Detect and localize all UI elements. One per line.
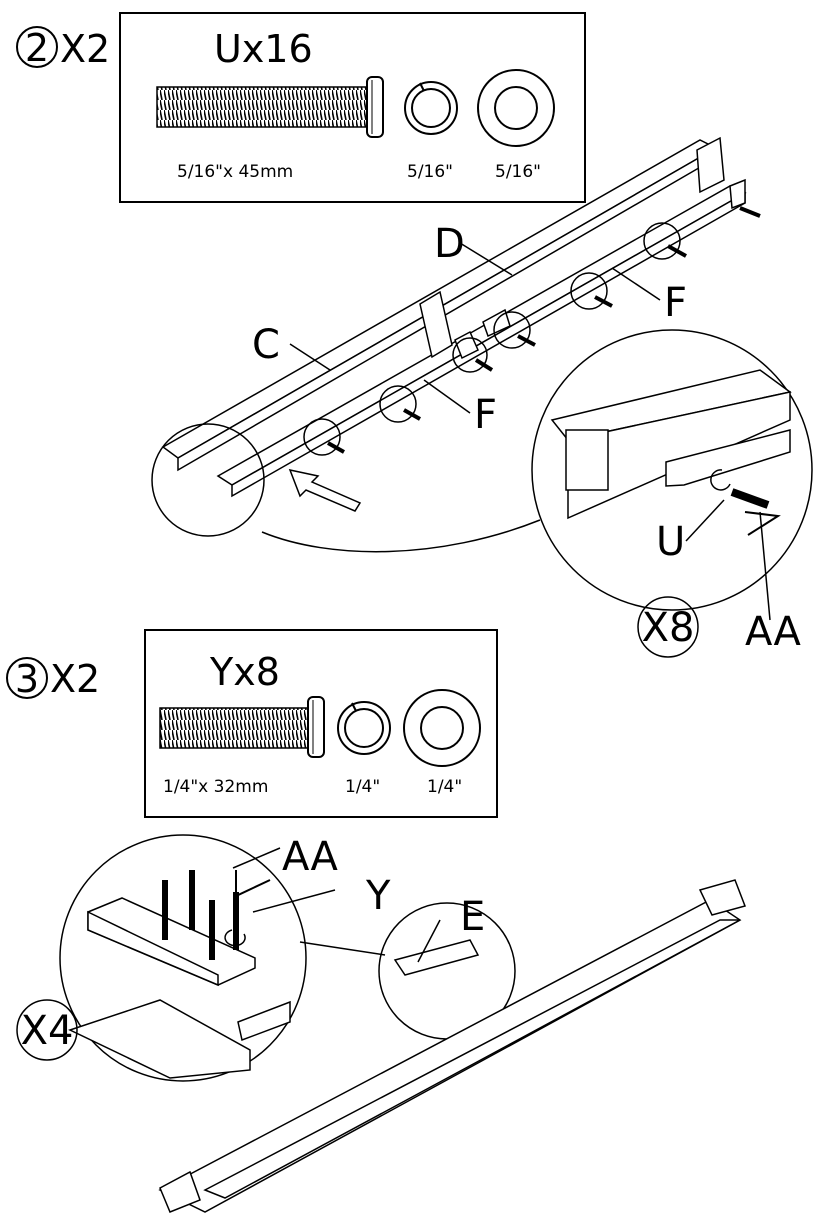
label-d: D	[434, 221, 465, 267]
label-u: U	[656, 519, 685, 565]
step-2-parts-box: Ux16 5/16"x 45mm 5/16" 5/16"	[119, 12, 586, 203]
direction-arrow	[288, 468, 362, 512]
zoom-connector	[261, 519, 541, 553]
label-e: E	[460, 894, 485, 940]
step-3-number: 3	[15, 657, 39, 701]
flat-washer-icon	[477, 69, 555, 147]
step-2-multiplier: X2	[60, 27, 110, 71]
step-3-flat-washer-size: 1/4"	[427, 777, 462, 797]
left-detail-circle	[151, 423, 265, 537]
step-2-number-circle	[16, 26, 58, 68]
repeat-x4-circle	[16, 999, 78, 1061]
zoom-detail-circle	[531, 329, 813, 611]
label-aa: AA	[745, 609, 801, 655]
step-3-zoom-circle	[59, 834, 307, 1082]
lock-washer-icon	[404, 81, 458, 135]
step-3-zoom-content	[68, 870, 291, 1079]
step-3-multiplier: X2	[50, 657, 100, 701]
side-rail-assembly	[161, 136, 747, 498]
step-2-lock-washer-size: 5/16"	[407, 162, 453, 182]
step-3-number-circle	[6, 657, 48, 699]
step-2-parts-title: Ux16	[214, 27, 313, 71]
carriage-bolt-icon	[156, 76, 384, 138]
bed-frame-rail	[158, 879, 746, 1213]
label-f-lower: F	[474, 392, 497, 438]
flat-washer-icon	[403, 689, 481, 767]
label-aa-step-3: AA	[282, 834, 338, 880]
repeat-x8-circle	[637, 596, 699, 658]
step-3: 3 X2 Yx8 1/4"x 32mm 1/4" 1/4"	[6, 629, 746, 1213]
step-2-labels	[289, 242, 771, 621]
label-repeat-x4: X4	[21, 1008, 74, 1054]
step-3-labels	[232, 847, 441, 963]
bolt-callouts	[303, 206, 761, 456]
step-2: 2 X2 Ux16 5/16"x 45mm 5/1	[16, 12, 813, 658]
label-f-upper: F	[664, 280, 687, 326]
zoom-detail-content	[550, 369, 792, 536]
carriage-bolt-icon	[159, 696, 325, 758]
step-2-number: 2	[25, 26, 49, 70]
lock-washer-icon	[337, 701, 391, 755]
label-c: C	[252, 322, 280, 368]
label-repeat-x8: X8	[642, 605, 695, 651]
step-3-parts-box: Yx8 1/4"x 32mm 1/4" 1/4"	[144, 629, 498, 818]
step-2-flat-washer-size: 5/16"	[495, 162, 541, 182]
step-3-lock-washer-size: 1/4"	[345, 777, 380, 797]
step-3-bolt-size: 1/4"x 32mm	[163, 777, 268, 797]
label-y: Y	[365, 873, 391, 919]
step-2-bolt-size: 5/16"x 45mm	[177, 162, 293, 182]
step-3-parts-title: Yx8	[209, 650, 280, 694]
